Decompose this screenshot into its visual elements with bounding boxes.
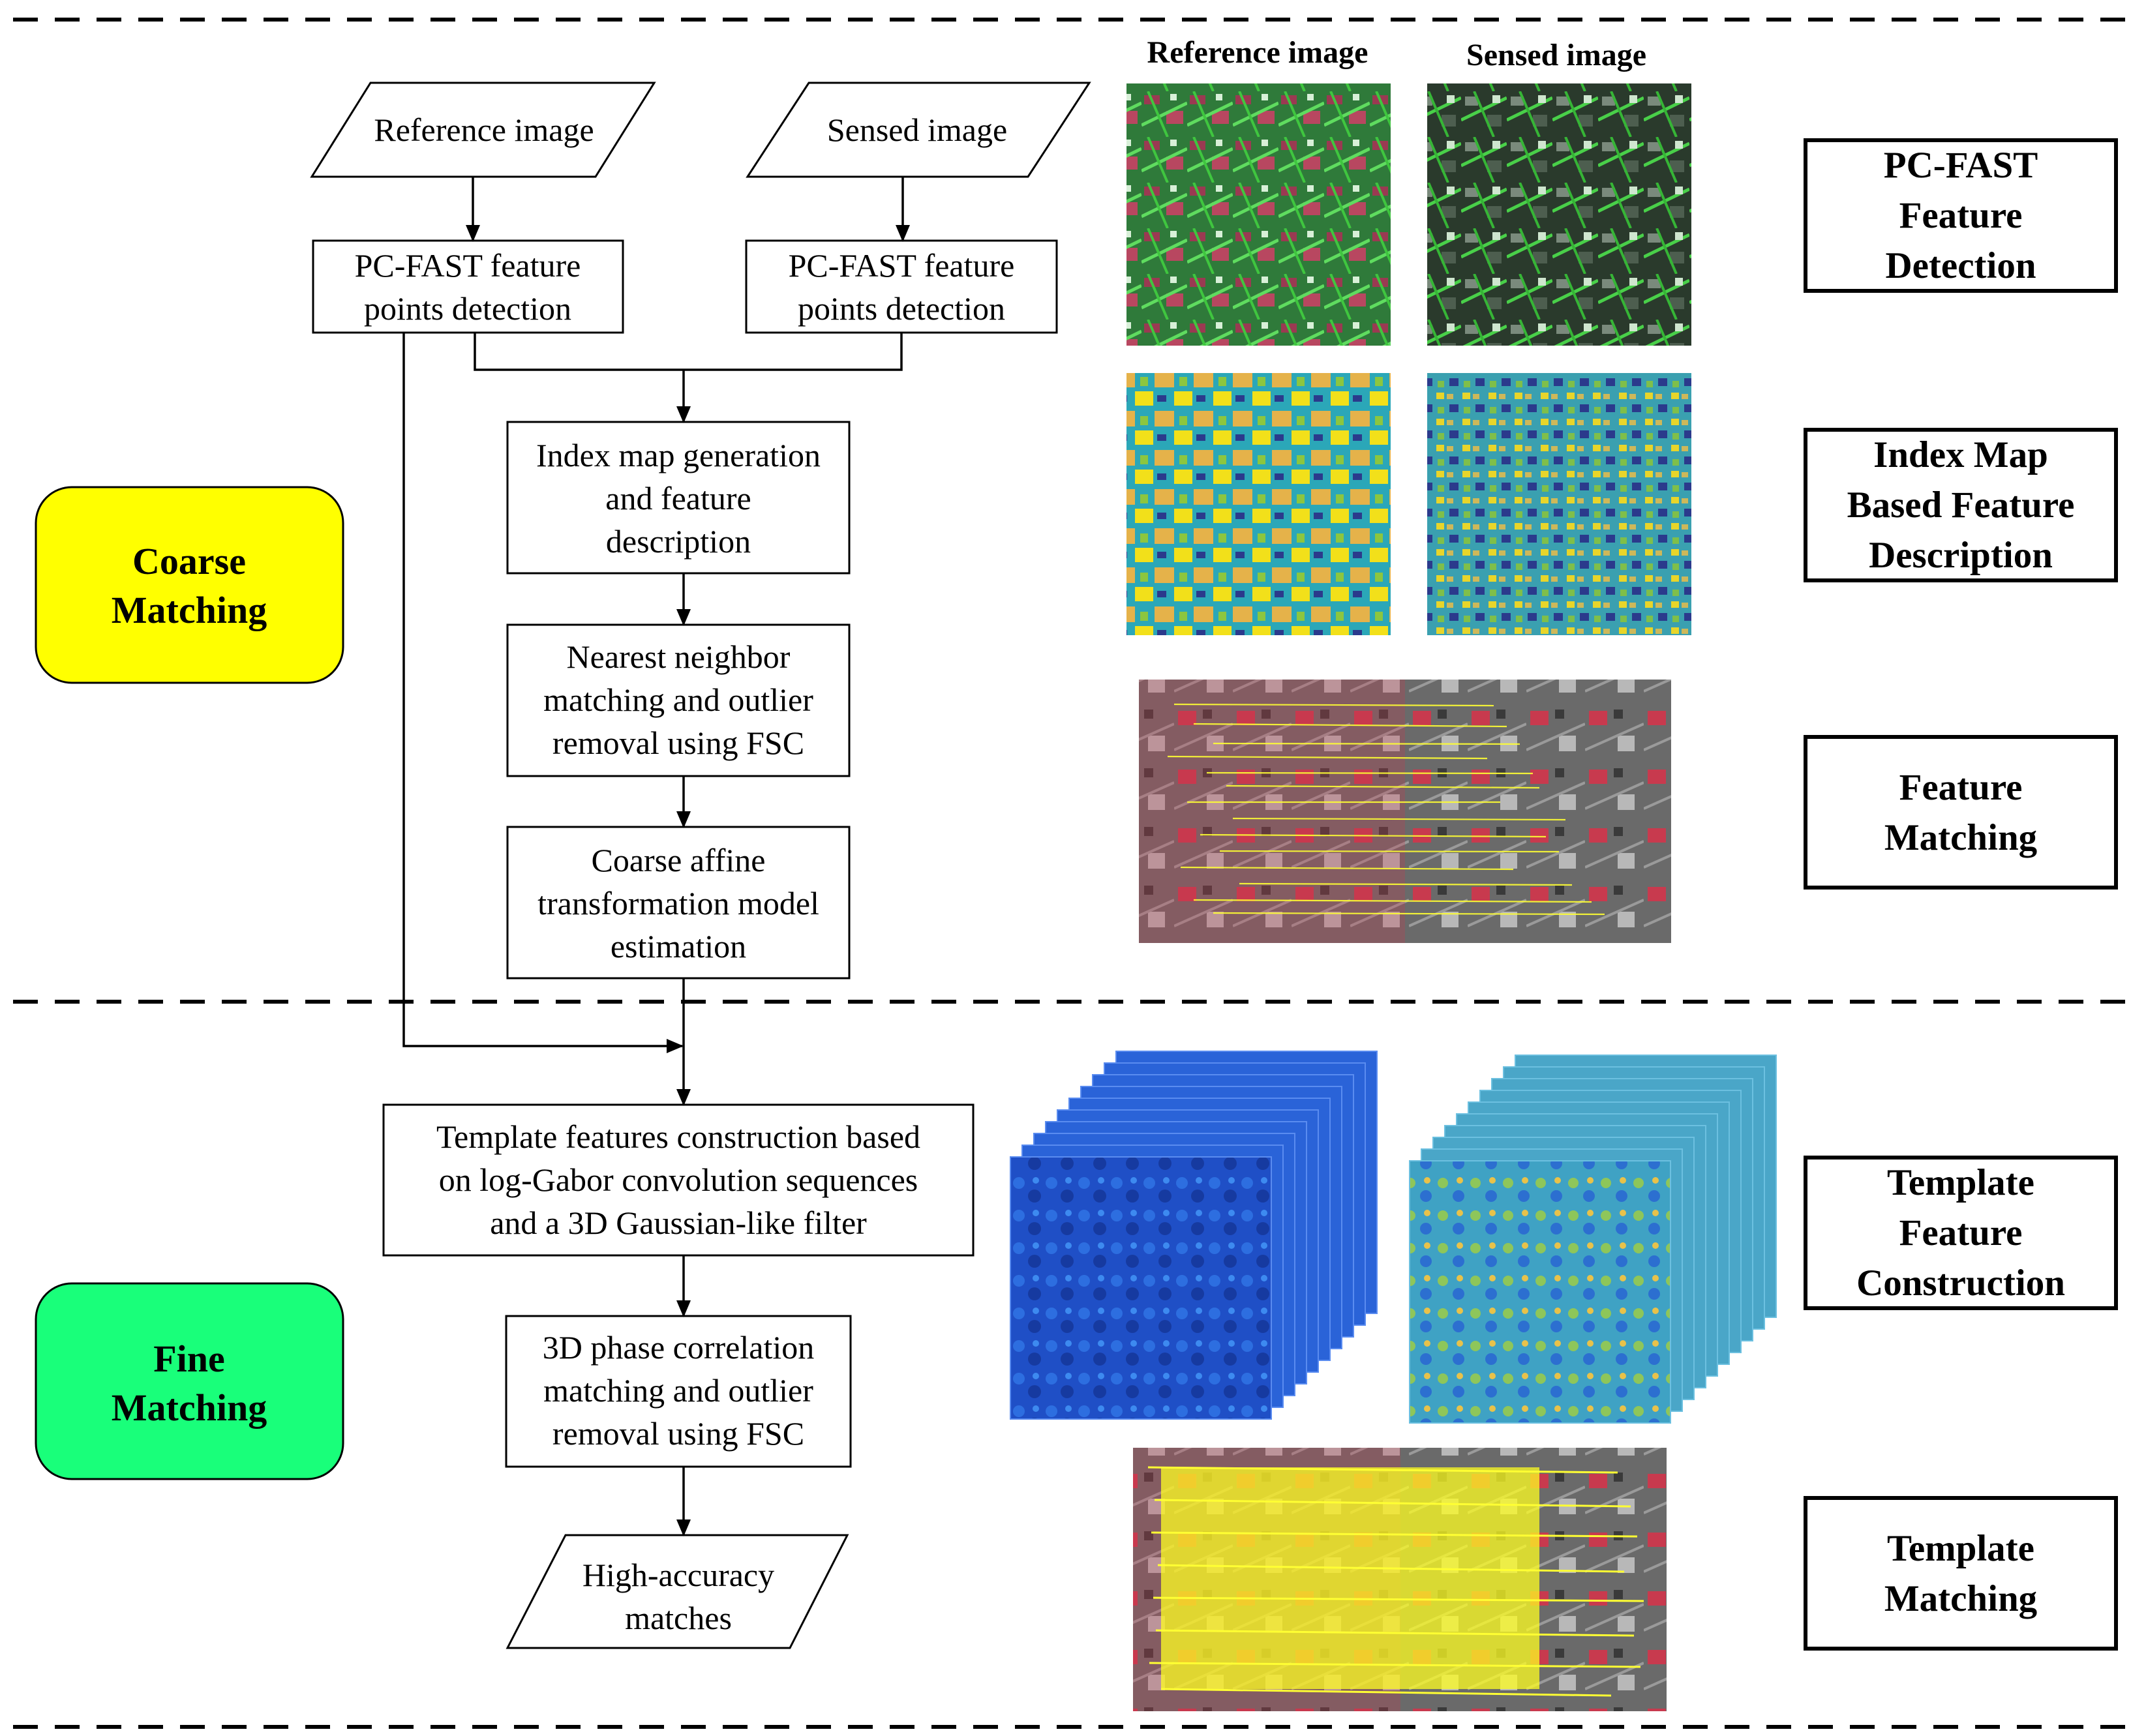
svg-text:estimation: estimation	[611, 928, 746, 965]
svg-text:matches: matches	[625, 1600, 732, 1636]
svg-text:matching and outlier: matching and outlier	[543, 1372, 813, 1409]
svg-text:points detection: points detection	[798, 290, 1005, 327]
reference-image-input: Reference image	[310, 82, 656, 178]
svg-text:Reference image: Reference image	[374, 112, 594, 148]
sensed-pcfast-image	[1427, 83, 1691, 346]
svg-text:Description: Description	[1869, 535, 2053, 576]
feature-matching-image	[1139, 680, 1671, 943]
reference-pcfast-image	[1126, 83, 1391, 346]
svg-text:on log-Gabor convolution seque: on log-Gabor convolution sequences	[439, 1161, 918, 1198]
svg-text:Template features construction: Template features construction based	[436, 1118, 920, 1155]
coarse-line-1: Coarse	[132, 540, 246, 582]
template-feature-construction-label: Template Feature Construction	[1804, 1156, 2118, 1310]
svg-text:description: description	[606, 523, 751, 560]
svg-text:High-accuracy: High-accuracy	[582, 1557, 774, 1593]
svg-text:and feature: and feature	[605, 480, 751, 516]
template-matching-image	[1133, 1448, 1667, 1711]
output-matches: High-accuracy matches	[506, 1534, 849, 1649]
reference-image-header: Reference image	[1147, 35, 1368, 70]
svg-text:transformation model: transformation model	[537, 885, 819, 921]
svg-text:Nearest neighbor: Nearest neighbor	[567, 638, 791, 675]
svg-text:Template: Template	[1887, 1528, 2034, 1569]
svg-text:PC-FAST: PC-FAST	[1884, 145, 2038, 186]
svg-text:Feature: Feature	[1899, 1212, 2023, 1253]
detect-reference-box: PC-FAST feature points detection	[312, 239, 624, 334]
svg-text:Detection: Detection	[1885, 245, 2036, 286]
nn-matching-box: Nearest neighbor matching and outlier re…	[506, 623, 851, 777]
svg-text:Matching: Matching	[1884, 817, 2037, 858]
svg-text:Based Feature: Based Feature	[1847, 485, 2075, 526]
svg-text:matching and outlier: matching and outlier	[543, 681, 813, 718]
sensed-index-map-image	[1427, 373, 1691, 635]
reference-index-map-image	[1126, 373, 1391, 635]
svg-text:PC-FAST feature: PC-FAST feature	[355, 247, 581, 284]
pcfast-detection-label: PC-FAST Feature Detection	[1804, 138, 2118, 293]
svg-text:Construction: Construction	[1856, 1263, 2065, 1304]
svg-text:Template: Template	[1887, 1162, 2034, 1203]
connectors	[402, 177, 910, 1536]
feature-matching-label: Feature Matching	[1804, 735, 2118, 890]
reference-template-stack	[1010, 1051, 1378, 1420]
svg-text:Sensed image: Sensed image	[827, 112, 1007, 148]
svg-text:3D phase correlation: 3D phase correlation	[543, 1329, 815, 1366]
svg-text:PC-FAST feature: PC-FAST feature	[789, 247, 1015, 284]
svg-text:removal using FSC: removal using FSC	[552, 725, 804, 761]
fine-matching-stage: Fine Matching	[35, 1282, 344, 1480]
index-map-box: Index map generation and feature descrip…	[506, 421, 851, 575]
sensed-template-stack	[1409, 1055, 1777, 1424]
svg-text:points detection: points detection	[364, 290, 571, 327]
svg-text:Index Map: Index Map	[1873, 434, 2048, 475]
fine-line-1: Fine	[153, 1338, 225, 1380]
svg-text:Feature: Feature	[1899, 195, 2023, 236]
sensed-image-input: Sensed image	[746, 82, 1091, 178]
sensed-image-header: Sensed image	[1466, 38, 1646, 72]
phase-correlation-box: 3D phase correlation matching and outlie…	[505, 1315, 852, 1468]
coarse-affine-box: Coarse affine transformation model estim…	[506, 826, 851, 980]
index-map-description-label: Index Map Based Feature Description	[1804, 428, 2118, 582]
template-features-box: Template features construction based on …	[382, 1103, 975, 1257]
coarse-line-2: Matching	[112, 589, 267, 631]
svg-text:removal using FSC: removal using FSC	[552, 1415, 804, 1452]
svg-text:Coarse affine: Coarse affine	[591, 842, 765, 878]
svg-text:Matching: Matching	[1884, 1578, 2037, 1619]
svg-text:Index map generation: Index map generation	[536, 437, 821, 473]
svg-text:Feature: Feature	[1899, 767, 2023, 808]
fine-line-2: Matching	[112, 1386, 267, 1429]
coarse-matching-stage: Coarse Matching	[35, 486, 344, 684]
detect-sensed-box: PC-FAST feature points detection	[745, 239, 1058, 334]
svg-text:and a 3D Gaussian-like filter: and a 3D Gaussian-like filter	[490, 1205, 867, 1241]
template-matching-label: Template Matching	[1804, 1496, 2118, 1651]
